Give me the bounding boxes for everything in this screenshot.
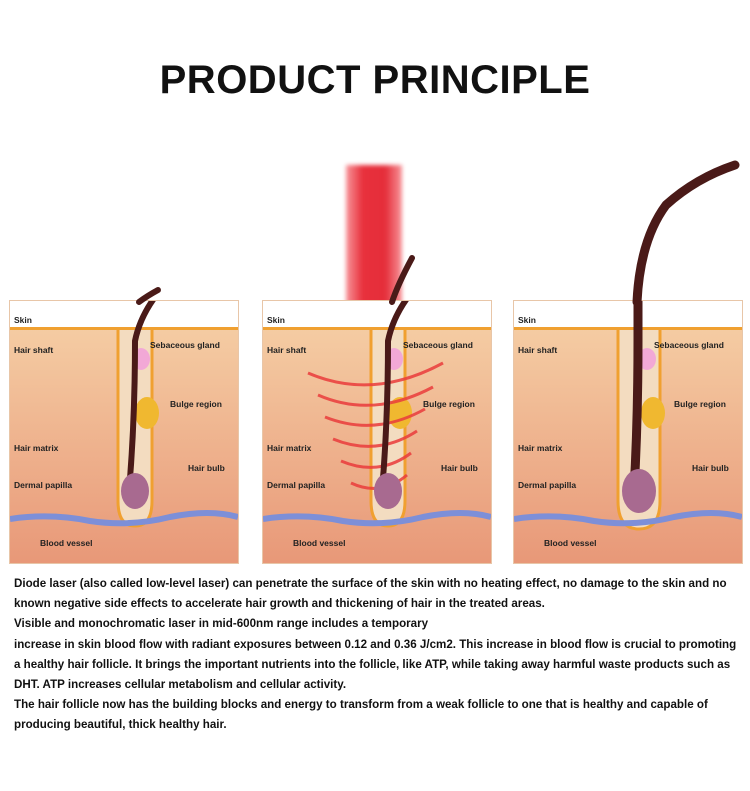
- label-blood-vessel: Blood vessel: [544, 538, 596, 548]
- hair-bulb-shape: [374, 473, 402, 509]
- description-text: Diode laser (also called low-level laser…: [14, 574, 740, 736]
- label-dermal-papilla: Dermal papilla: [518, 480, 576, 490]
- label-blood-vessel: Blood vessel: [40, 538, 92, 548]
- label-hair-shaft: Hair shaft: [267, 345, 306, 355]
- paragraph: Visible and monochromatic laser in mid-6…: [14, 617, 429, 631]
- follicle-panel-laser: Skin Hair shaft Sebaceous gland Bulge re…: [262, 300, 492, 564]
- hair-tip-after: [632, 160, 740, 307]
- label-hair-bulb: Hair bulb: [692, 463, 729, 473]
- label-dermal-papilla: Dermal papilla: [14, 480, 72, 490]
- follicle-diagram: Skin Hair shaft Sebaceous gland Bulge re…: [514, 301, 742, 563]
- label-skin: Skin: [518, 315, 536, 325]
- label-hair-matrix: Hair matrix: [14, 443, 59, 453]
- label-sebaceous-gland: Sebaceous gland: [654, 340, 724, 350]
- hair-bulb-shape: [121, 473, 149, 509]
- sebaceous-gland-shape: [638, 348, 656, 370]
- label-hair-matrix: Hair matrix: [267, 443, 312, 453]
- label-hair-bulb: Hair bulb: [188, 463, 225, 473]
- label-bulge-region: Bulge region: [674, 399, 726, 409]
- bulge-region-shape: [641, 397, 665, 429]
- hair-bulb-shape: [622, 469, 656, 513]
- follicle-panel-after: Skin Hair shaft Sebaceous gland Bulge re…: [513, 300, 743, 564]
- label-hair-shaft: Hair shaft: [518, 345, 557, 355]
- follicle-diagram: Skin Hair shaft Sebaceous gland Bulge re…: [263, 301, 491, 563]
- blood-vessel-shape: [10, 510, 238, 527]
- follicle-diagram: Skin Hair shaft Sebaceous gland Bulge re…: [10, 301, 238, 563]
- paragraph: Diode laser (also called low-level laser…: [14, 577, 727, 611]
- hair-shaft-shape: [379, 301, 409, 494]
- hair-shaft-shape: [126, 301, 156, 494]
- label-sebaceous-gland: Sebaceous gland: [150, 340, 220, 350]
- laser-beam: [346, 165, 402, 320]
- label-skin: Skin: [267, 315, 285, 325]
- blood-vessel-shape: [263, 510, 491, 527]
- paragraph: increase in skin blood flow with radiant…: [14, 637, 737, 692]
- label-bulge-region: Bulge region: [423, 399, 475, 409]
- hair-shaft-shape: [629, 301, 643, 496]
- label-bulge-region: Bulge region: [170, 399, 222, 409]
- laser-waves: [307, 361, 444, 490]
- paragraph: The hair follicle now has the building b…: [14, 698, 708, 732]
- label-hair-matrix: Hair matrix: [518, 443, 563, 453]
- blood-vessel-shape: [514, 510, 742, 527]
- page-title: PRODUCT PRINCIPLE: [159, 58, 591, 102]
- label-sebaceous-gland: Sebaceous gland: [403, 340, 473, 350]
- bulge-region-shape: [135, 397, 159, 429]
- label-dermal-papilla: Dermal papilla: [267, 480, 325, 490]
- label-hair-shaft: Hair shaft: [14, 345, 53, 355]
- label-blood-vessel: Blood vessel: [293, 538, 345, 548]
- label-hair-bulb: Hair bulb: [441, 463, 478, 473]
- follicle-panel-before: Skin Hair shaft Sebaceous gland Bulge re…: [9, 300, 239, 564]
- label-skin: Skin: [14, 315, 32, 325]
